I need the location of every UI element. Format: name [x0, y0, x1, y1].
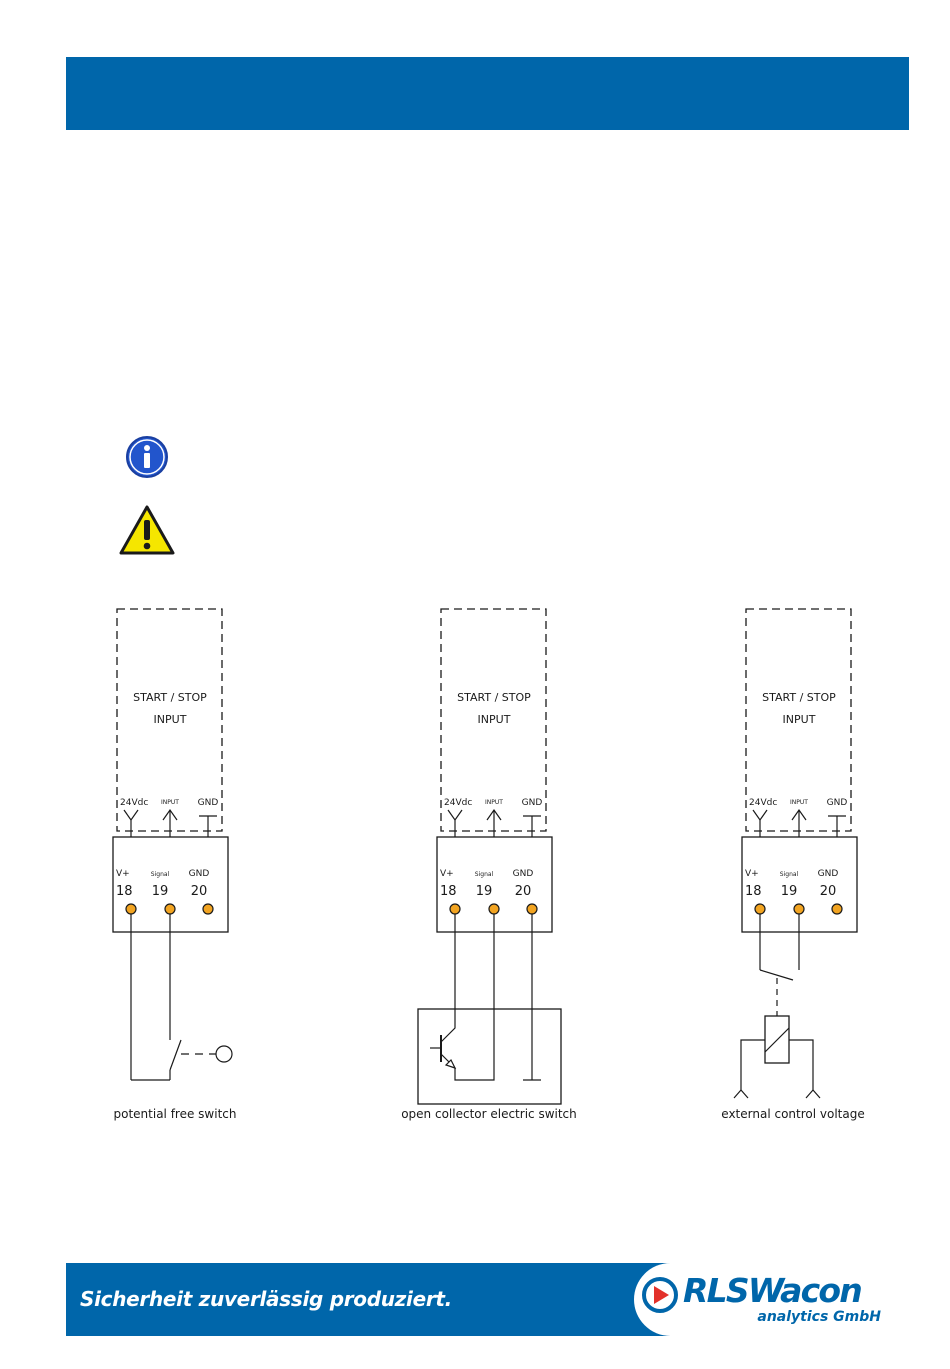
- terminal-screw-20: [831, 903, 843, 915]
- module-subtitle: INPUT: [783, 713, 816, 726]
- terminal-label-gnd: GND: [818, 869, 839, 879]
- switch-device-box: [417, 1008, 562, 1105]
- terminal-number-19: 19: [781, 884, 798, 899]
- module-title: START / STOP: [133, 691, 207, 704]
- terminal-screw-20: [202, 903, 214, 915]
- terminal-number-20: 20: [515, 884, 532, 899]
- footer-band: Sicherheit zuverlässig produziert. RLSWa…: [66, 1263, 909, 1336]
- wiring-diagrams: START / STOP INPUT 24Vdc INPUT GND V+ Signal GN…: [112, 608, 865, 1121]
- transistor-arrow: [444, 1058, 457, 1070]
- terminal-screw-20: [526, 903, 538, 915]
- pin-24vdc-symbol: [447, 809, 463, 822]
- terminal-screw-19: [164, 903, 176, 915]
- diagram-caption: potential free switch: [114, 1107, 237, 1121]
- terminal-label-signal: Signal: [780, 871, 799, 878]
- relay-coil-diagonal: [764, 1027, 790, 1053]
- transistor-collector: [440, 914, 456, 1043]
- terminal-label-vplus: V+: [440, 869, 454, 879]
- company-logo: RLSWacon: [683, 1271, 863, 1311]
- terminal-screw-18: [449, 903, 461, 915]
- footer-slogan: Sicherheit zuverlässig produziert.: [80, 1287, 452, 1311]
- terminal-number-18: 18: [745, 884, 762, 899]
- module-title: START / STOP: [457, 691, 531, 704]
- terminal-screw-18: [125, 903, 137, 915]
- diagram-caption: open collector electric switch: [401, 1107, 577, 1121]
- terminal-number-20: 20: [191, 884, 208, 899]
- pin-label-input: INPUT: [790, 799, 808, 806]
- control-wire-left: [740, 1039, 765, 1090]
- terminal-label-signal: Signal: [475, 871, 494, 878]
- control-wire-right: [789, 1039, 814, 1090]
- terminal-number-19: 19: [476, 884, 493, 899]
- diagram-potential-free-switch: START / STOP INPUT 24Vdc INPUT GND V+ Signal GN…: [112, 608, 237, 1121]
- pin-24vdc-symbol: [752, 809, 768, 822]
- terminal-label-gnd: GND: [513, 869, 534, 879]
- terminal-label-vplus: V+: [745, 869, 759, 879]
- relay-contact: [759, 969, 794, 981]
- transistor-emitter: [440, 914, 495, 1081]
- terminal-label-vplus: V+: [116, 869, 130, 879]
- terminal-screw-19: [488, 903, 500, 915]
- control-terminal-right: [805, 1089, 821, 1099]
- pin-24vdc-symbol: [123, 809, 139, 822]
- pin-label-24vdc: 24Vdc: [444, 798, 472, 808]
- switch-actuator: [215, 1045, 233, 1063]
- module-subtitle: INPUT: [154, 713, 187, 726]
- terminal-number-19: 19: [152, 884, 169, 899]
- module-subtitle: INPUT: [478, 713, 511, 726]
- terminal-label-gnd: GND: [189, 869, 210, 879]
- header-band: [66, 57, 909, 130]
- control-terminal-left: [733, 1089, 749, 1099]
- switch-contact: [169, 1039, 182, 1071]
- terminal-number-18: 18: [116, 884, 133, 899]
- diagram-external-control-voltage: START / STOP INPUT 24Vdc INPUT GND V+ Signal GN…: [721, 608, 865, 1121]
- module-title: START / STOP: [762, 691, 836, 704]
- terminal-screw-19: [793, 903, 805, 915]
- pin-label-input: INPUT: [485, 799, 503, 806]
- terminal-screw-18: [754, 903, 766, 915]
- terminal-number-20: 20: [820, 884, 837, 899]
- pin-label-gnd: GND: [827, 798, 848, 808]
- logo-mark-icon: [642, 1277, 678, 1313]
- pin-label-24vdc: 24Vdc: [749, 798, 777, 808]
- diagram-open-collector-switch: START / STOP INPUT 24Vdc INPUT GND V+ Signal GN…: [401, 608, 577, 1121]
- pin-label-gnd: GND: [198, 798, 219, 808]
- pin-label-gnd: GND: [522, 798, 543, 808]
- logo-text-rls: RLS: [683, 1271, 750, 1310]
- pin-label-input: INPUT: [161, 799, 179, 806]
- terminal-number-18: 18: [440, 884, 457, 899]
- warning-icon: [119, 505, 175, 555]
- logo-subtitle: analytics GmbH: [757, 1309, 881, 1325]
- logo-text-wacon: Wacon: [747, 1271, 863, 1310]
- terminal-label-signal: Signal: [151, 871, 170, 878]
- diagram-caption: external control voltage: [721, 1107, 864, 1121]
- info-icon: [126, 436, 168, 478]
- logo-panel: [634, 1263, 909, 1336]
- pin-label-24vdc: 24Vdc: [120, 798, 148, 808]
